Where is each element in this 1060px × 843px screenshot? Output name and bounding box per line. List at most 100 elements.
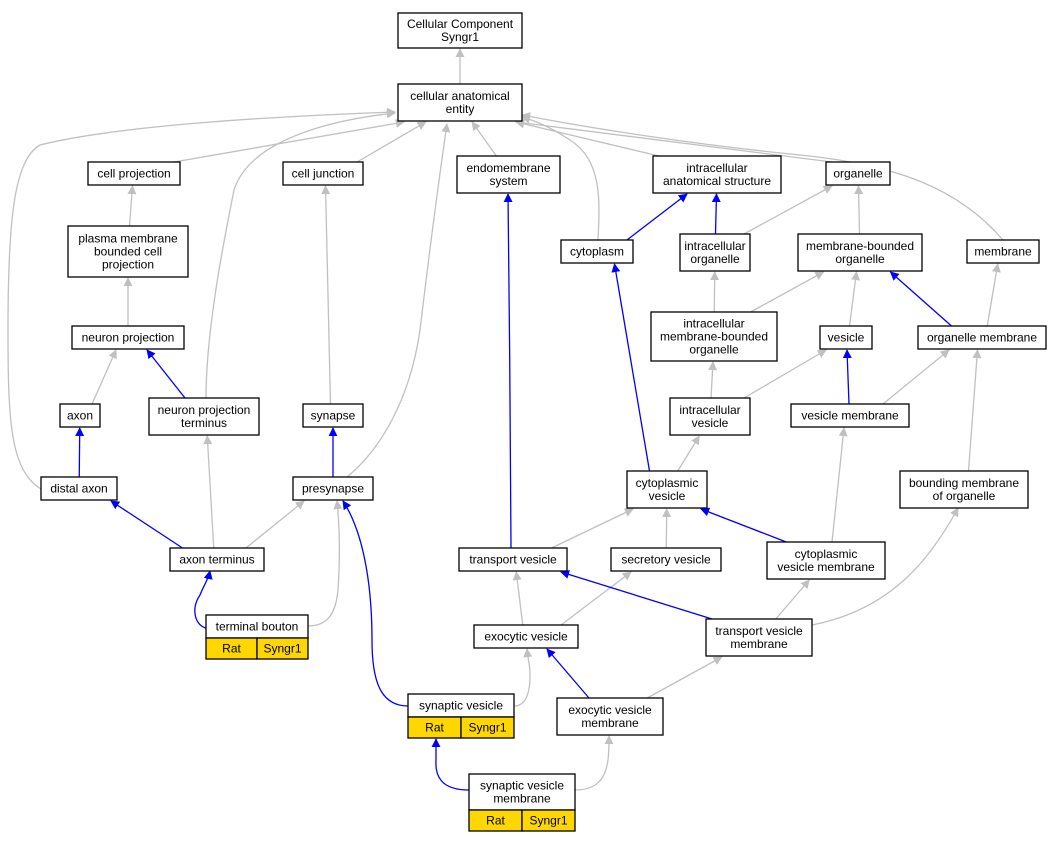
node-box xyxy=(397,83,523,122)
node-box xyxy=(825,161,891,186)
node-label-line: membrane-bounded xyxy=(660,330,768,344)
node-label-line: intracellular xyxy=(686,161,747,175)
node-label-line: neuron projection xyxy=(158,403,251,417)
node-label-line: vesicle membrane xyxy=(777,560,875,574)
node-label-line: presynapse xyxy=(302,482,364,496)
node-neuproj[interactable]: neuron projection xyxy=(71,325,185,350)
node-label-line: terminus xyxy=(181,416,227,430)
node-secves[interactable]: secretory vesicle xyxy=(610,547,722,572)
annotation-gene: Syngr1 xyxy=(468,721,506,735)
annotation-species: Rat xyxy=(425,721,444,735)
node-vesmem[interactable]: vesicle membrane xyxy=(790,403,910,428)
edge-axterm-to-presyn xyxy=(245,500,305,549)
edge-svm-to-synves xyxy=(431,738,470,791)
edge-membrane-to-cae xyxy=(521,112,1004,241)
node-transves[interactable]: transport vesicle xyxy=(458,547,568,572)
node-celljunc[interactable]: cell junction xyxy=(282,161,364,186)
annotation-cell xyxy=(460,716,515,739)
edge-distaxon-to-axon xyxy=(75,427,85,478)
edge-synves-to-presyn xyxy=(342,500,409,707)
edge-svm-to-evm xyxy=(574,735,614,791)
node-box xyxy=(456,155,561,194)
edge-vesmem-to-orgmem xyxy=(882,349,950,405)
edge-intves-to-vesicle xyxy=(743,349,827,399)
edge-distaxon-to-cae xyxy=(7,107,396,490)
node-label-line: membrane xyxy=(581,716,639,730)
node-label-line: vesicle xyxy=(692,416,729,430)
edge-cvm-to-cytves xyxy=(700,507,787,543)
node-label-line: of organelle xyxy=(933,489,996,503)
node-box xyxy=(292,476,374,501)
node-organelle[interactable]: organelle xyxy=(825,161,891,186)
node-box xyxy=(302,403,364,428)
node-box xyxy=(458,547,568,572)
node-orgmem[interactable]: organelle membrane xyxy=(917,325,1047,350)
node-membrane[interactable]: membrane xyxy=(966,239,1040,264)
node-label-line: intracellular xyxy=(679,403,740,417)
annotation-species: Rat xyxy=(486,814,505,828)
edge-synves-to-exoves xyxy=(513,648,533,707)
node-box xyxy=(40,476,118,501)
node-box xyxy=(169,547,265,572)
annotation-gene: Syngr1 xyxy=(263,642,301,656)
node-box xyxy=(679,233,751,272)
edge-pmbcp-to-cellproj xyxy=(127,185,137,227)
edge-cellproj-to-cae xyxy=(173,118,405,163)
edge-exoves-to-transves xyxy=(512,571,524,626)
node-label-line: cellular anatomical xyxy=(410,89,509,103)
node-box xyxy=(67,225,189,278)
node-box xyxy=(556,697,664,736)
node-box xyxy=(282,161,364,186)
node-cellproj[interactable]: cell projection xyxy=(87,161,181,186)
node-box xyxy=(626,470,708,509)
node-exoves[interactable]: exocytic vesicle xyxy=(473,624,579,649)
node-axon[interactable]: axon xyxy=(59,403,101,428)
node-label-line: axon terminus xyxy=(179,553,254,567)
node-label-line: secretory vesicle xyxy=(621,553,711,567)
node-synapse[interactable]: synapse xyxy=(302,403,364,428)
node-label-line: organelle membrane xyxy=(927,331,1037,345)
node-vesicle[interactable]: vesicle xyxy=(819,325,873,350)
node-box xyxy=(790,403,910,428)
node-label-line: membrane xyxy=(974,245,1032,259)
node-box xyxy=(899,470,1029,509)
node-label-line: synaptic vesicle xyxy=(480,779,564,793)
node-label-line: exocytic vesicle xyxy=(568,703,652,717)
node-label-line: plasma membrane xyxy=(78,232,178,246)
edge-transves-to-endomem xyxy=(503,193,513,549)
node-presyn[interactable]: presynapse xyxy=(292,476,374,501)
node-label-line: Syngr1 xyxy=(441,30,479,44)
node-cytoplasm[interactable]: cytoplasm xyxy=(560,239,634,264)
edge-cytves-to-cytoplasm xyxy=(611,263,651,472)
node-distaxon[interactable]: distal axon xyxy=(40,476,118,501)
edge-synapse-to-celljunc xyxy=(321,185,332,405)
edge-tvm-to-bmo xyxy=(811,507,959,626)
node-label-line: endomembrane xyxy=(466,161,550,175)
node-box xyxy=(652,155,782,194)
node-label-line: bounding membrane xyxy=(909,476,1019,490)
edge-termbouton-to-presyn xyxy=(307,500,343,627)
node-label-line: cell projection xyxy=(97,167,170,181)
node-axterm[interactable]: axon terminus xyxy=(169,547,265,572)
node-label-line: cytoplasmic xyxy=(636,476,699,490)
node-label-line: entity xyxy=(446,102,475,116)
edge-presyn-to-cae xyxy=(346,123,451,478)
